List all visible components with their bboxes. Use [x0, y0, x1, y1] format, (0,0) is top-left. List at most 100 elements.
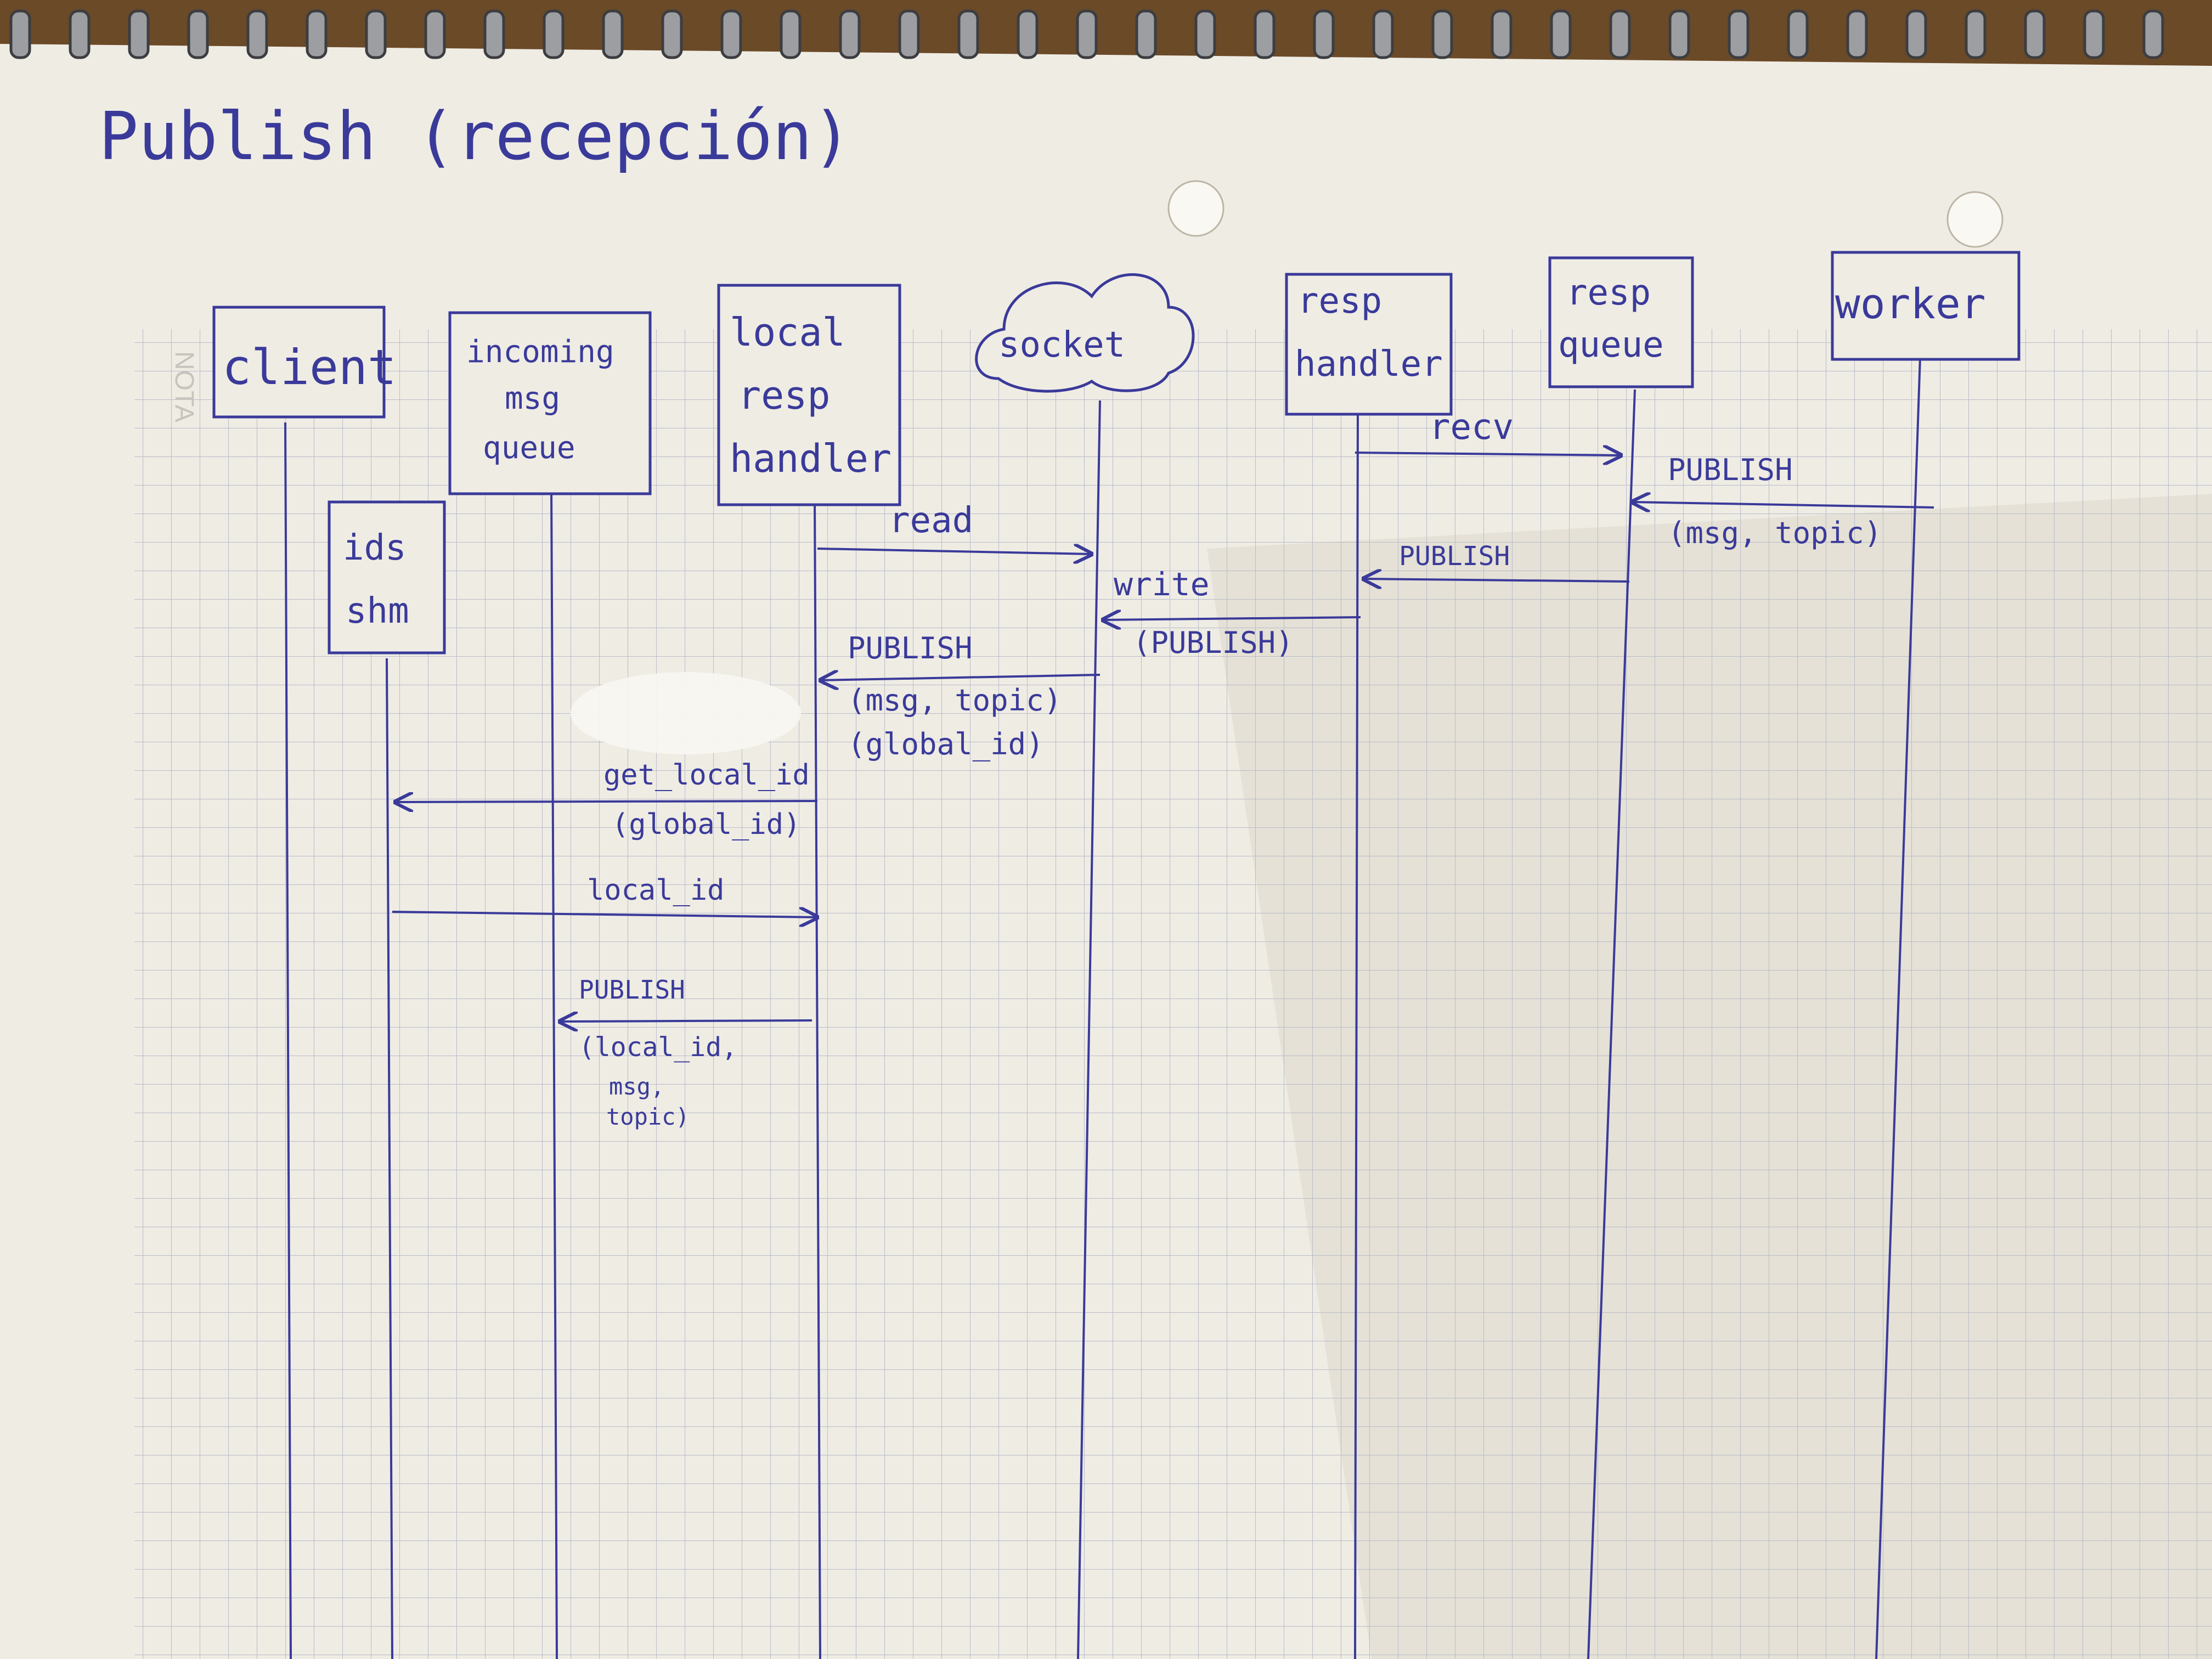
participant-labels: client incoming msg queue local resp han… — [222, 273, 1986, 631]
msg-publish-socket-line3: (global_id) — [848, 727, 1044, 761]
spiral-coil — [1194, 9, 1216, 59]
arrow-local-id — [392, 912, 817, 917]
label-incoming-line1: incoming — [466, 334, 614, 370]
spiral-coil — [1135, 9, 1157, 59]
msg-publish-worker-line1: PUBLISH — [1668, 453, 1793, 487]
msg-publish-local-line2: (local_id, — [579, 1032, 737, 1063]
arrow-write — [1103, 617, 1361, 620]
punch-hole-1 — [1167, 180, 1224, 237]
msg-get-local-id-line2: (global_id) — [612, 808, 800, 841]
msg-get-local-id-line1: get_local_id — [603, 759, 810, 792]
label-incoming-line2: msg — [505, 381, 560, 416]
label-ids-shm-line1: ids — [343, 528, 407, 568]
spiral-coil — [543, 9, 565, 59]
lifeline-socket — [1077, 400, 1101, 1659]
message-labels: recv PUBLISH (msg, topic) read PUBLISH w… — [579, 407, 1882, 1130]
lifeline-resp-handler — [1354, 405, 1359, 1659]
spiral-coil — [1787, 9, 1809, 59]
label-local-line1: local — [730, 310, 845, 355]
lifeline-local-resp-handler — [814, 496, 821, 1659]
msg-write-line1: write — [1114, 566, 1210, 603]
spiral-coil — [1728, 9, 1750, 59]
arrow-get-local-id — [395, 801, 818, 802]
label-client: client — [222, 339, 397, 396]
arrow-publish-local — [560, 1020, 812, 1022]
lifeline-ids-shm — [386, 658, 393, 1659]
lifelines — [284, 356, 1921, 1659]
label-resp-queue-line1: resp — [1566, 273, 1651, 313]
spiral-coil — [1905, 9, 1927, 59]
msg-read-label: read — [889, 500, 973, 541]
margin-mark: NOTA — [170, 351, 199, 422]
msg-local-id-label: local_id — [587, 874, 724, 907]
spiral-coil — [246, 9, 268, 59]
spiral-coil — [365, 9, 387, 59]
spiral-coil — [1431, 9, 1453, 59]
spiral-coil — [780, 9, 802, 59]
spiral-coil — [1254, 9, 1276, 59]
msg-publish-local-line4: topic) — [606, 1103, 690, 1130]
box-incoming-msg-queue — [448, 311, 652, 495]
label-local-line3: handler — [730, 436, 891, 481]
box-resp-handler — [1285, 273, 1453, 416]
arrow-recv — [1355, 453, 1621, 455]
msg-publish-worker-line2: (msg, topic) — [1668, 516, 1882, 550]
msg-publish-local-line3: msg, — [609, 1073, 664, 1100]
punch-hole-2 — [1946, 191, 2004, 248]
message-arrows — [392, 453, 1934, 1022]
spiral-coil — [128, 9, 150, 59]
lifeline-resp-queue — [1587, 389, 1636, 1659]
label-ids-shm-line2: shm — [346, 591, 409, 631]
msg-write-line2: (PUBLISH) — [1133, 625, 1294, 660]
box-client — [212, 306, 386, 419]
msg-publish-respq-label: PUBLISH — [1399, 541, 1510, 572]
lifeline-client — [284, 422, 292, 1659]
spiral-coil — [2142, 9, 2164, 59]
label-incoming-line3: queue — [483, 430, 575, 466]
cloud-socket — [975, 273, 1195, 393]
spiral-coil — [69, 9, 91, 59]
spiral-coil — [187, 9, 209, 59]
spiral-coil — [1313, 9, 1335, 59]
spiral-coil — [424, 9, 446, 59]
spiral-coil — [1965, 9, 1987, 59]
box-worker — [1831, 251, 2021, 361]
box-local-resp-handler — [717, 284, 901, 506]
spiral-coil — [2024, 9, 2046, 59]
spiral-coil — [957, 9, 979, 59]
spiral-coil — [1491, 9, 1513, 59]
arrow-publish-socket — [820, 675, 1101, 680]
msg-recv-label: recv — [1429, 407, 1514, 448]
lifeline-worker — [1875, 356, 1921, 1659]
spiral-coil — [2083, 9, 2105, 59]
label-worker: worker — [1835, 279, 1986, 328]
spiral-coil — [1017, 9, 1039, 59]
spiral-coil — [1550, 9, 1572, 59]
spiral-coil — [9, 9, 31, 59]
grid-area — [134, 329, 2212, 1659]
arrow-publish-worker — [1632, 502, 1934, 507]
spiral-coil — [839, 9, 861, 59]
label-resp-handler-line1: resp — [1297, 281, 1382, 321]
diagram-title: Publish (recepción) — [99, 99, 852, 175]
spiral-coil — [1609, 9, 1631, 59]
label-resp-handler-line2: handler — [1295, 344, 1443, 385]
whiteout-smudge — [571, 672, 801, 754]
spiral-coil — [720, 9, 742, 59]
label-local-line2: resp — [738, 373, 831, 418]
msg-publish-socket-line2: (msg, topic) — [848, 683, 1062, 718]
arrow-publish-respq — [1363, 579, 1630, 582]
arrow-read — [817, 549, 1092, 554]
spiral-coil — [483, 9, 505, 59]
spiral-coil — [898, 9, 920, 59]
spiral-binding — [9, 9, 2164, 59]
spiral-coil — [602, 9, 624, 59]
msg-publish-local-line1: PUBLISH — [579, 975, 685, 1005]
spiral-coil — [306, 9, 328, 59]
spiral-coil — [1372, 9, 1394, 59]
participant-boxes — [212, 251, 2021, 654]
box-resp-queue — [1548, 256, 1694, 388]
lifeline-incoming-msg-queue — [550, 488, 558, 1659]
